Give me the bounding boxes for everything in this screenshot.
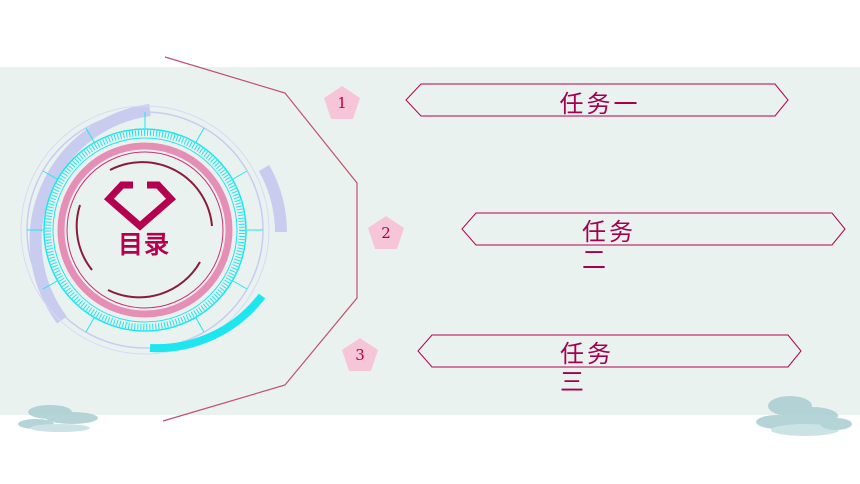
badge-number-2: 2 [381, 224, 391, 242]
divider-bracket [162, 56, 358, 422]
cloud-decoration [756, 396, 852, 436]
dial-emblem [20, 104, 287, 355]
item-2-label[interactable]: 任务 二 [582, 218, 636, 274]
menu-title: 目录 [117, 230, 170, 259]
badge-1-shape [324, 86, 360, 119]
item-1-label[interactable]: 任务一 [559, 90, 641, 118]
badge-2-shape [368, 216, 404, 249]
item-2-frame [461, 212, 846, 246]
cloud-decoration [18, 405, 98, 432]
badge-number-1: 1 [337, 94, 347, 112]
item-3-label[interactable]: 任务 三 [560, 340, 614, 396]
content-band [0, 67, 860, 415]
diamond-icon [103, 180, 177, 231]
item-1-frame [405, 83, 789, 117]
badge-number-3: 3 [355, 346, 365, 364]
item-3-frame [417, 334, 802, 368]
badge-3-shape [342, 338, 378, 371]
dial-spokes [27, 112, 263, 333]
